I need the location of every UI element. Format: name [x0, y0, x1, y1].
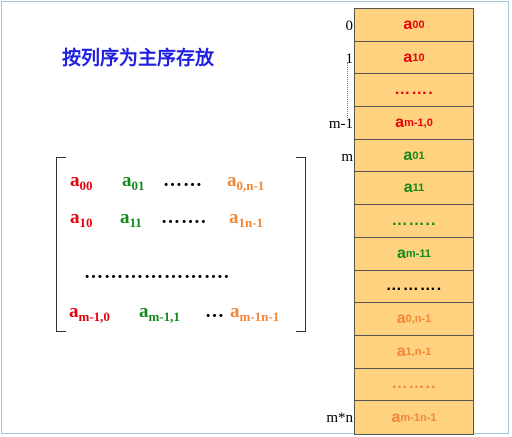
matrix-cell-a1n-1: a1n-1 [229, 207, 264, 230]
matrix-cell-am-1-1: am-1,1 [139, 301, 180, 324]
index-dotted-guide [347, 63, 348, 118]
matrix-cell-a11: a11 [120, 207, 142, 230]
matrix-middle-ellipsis: …………………. [84, 262, 230, 283]
storage-index-label: m-1 [328, 116, 353, 133]
matrix-cell-a0n-1: a0,n-1 [227, 170, 265, 193]
storage-cell: …….. [355, 369, 473, 402]
matrix-left-bracket [56, 157, 66, 332]
matrix-row0-ellipsis: …… [163, 170, 203, 191]
matrix-cell-am-1-0: am-1,0 [69, 301, 110, 324]
matrix-right-bracket [296, 157, 306, 332]
matrix-cell-a00: a00 [70, 170, 93, 193]
storage-index-label: 0 [345, 18, 354, 34]
storage-cell: …….. [355, 205, 473, 238]
storage-cell: ………. [355, 271, 473, 304]
storage-index-label: 1 [345, 50, 354, 67]
matrix-cell-a01: a01 [122, 170, 145, 193]
matrix-cell-a10: a10 [70, 207, 93, 230]
diagram-title: 按列序为主序存放 [62, 47, 215, 69]
matrix-row1-ellipsis: ……. [161, 207, 207, 228]
storage-index-label: m*n [326, 410, 353, 427]
storage-index-label: m [341, 148, 353, 165]
matrix-cell-am-1n-1: am-1n-1 [230, 301, 280, 324]
storage-cell: ……. [355, 74, 473, 108]
matrix-row3-ellipsis: … [205, 301, 225, 322]
